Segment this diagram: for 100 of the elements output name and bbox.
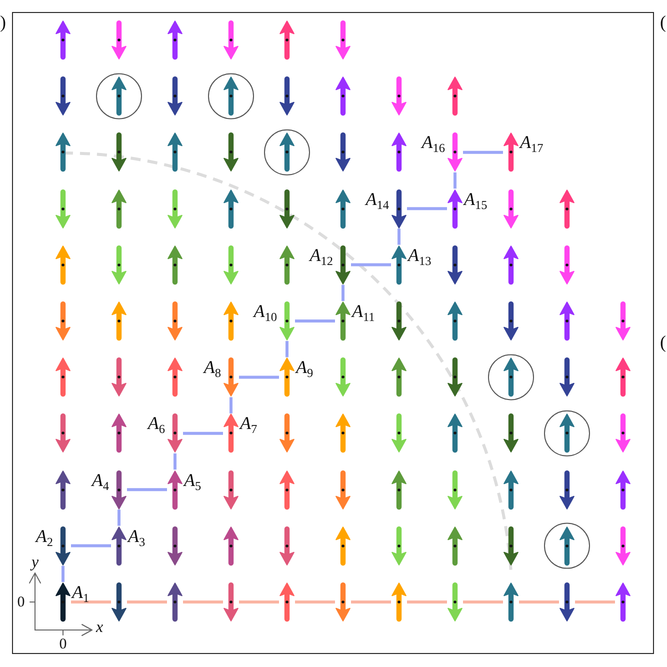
spin-symbol — [167, 301, 183, 341]
spin-symbol — [391, 301, 407, 341]
spin-symbol — [111, 132, 127, 172]
spin-symbol — [503, 301, 519, 341]
spin-symbol — [335, 413, 351, 454]
spin-symbol — [391, 76, 407, 116]
axis-label: x — [96, 620, 104, 636]
connector-line — [71, 600, 111, 604]
spin-symbol — [111, 20, 127, 60]
spin-symbol — [167, 188, 183, 229]
site-label: A$_{6}$ — [148, 414, 165, 436]
axis-label: y — [31, 555, 39, 571]
spin-symbol — [503, 357, 519, 398]
spin-symbol — [335, 470, 351, 510]
spin-symbol — [223, 76, 239, 116]
spin-symbol — [279, 582, 295, 622]
spin-symbol — [559, 470, 575, 510]
spin-symbol — [447, 357, 463, 398]
connector-line — [407, 207, 447, 210]
tick-label: 0 — [17, 596, 25, 610]
site-label: A$_{12}$ — [310, 246, 333, 267]
spin-symbol — [615, 582, 631, 622]
connector-line — [463, 150, 503, 154]
site-label: A$_{8}$ — [204, 358, 221, 380]
spin-symbol — [111, 526, 127, 566]
spin-symbol — [55, 413, 71, 454]
spin-symbol — [279, 470, 295, 510]
spin-symbol — [335, 244, 351, 285]
spin-symbol — [335, 301, 351, 341]
spin-symbol — [335, 188, 351, 229]
spin-symbol — [223, 301, 239, 341]
spin-symbol — [503, 188, 519, 229]
connector-line — [118, 510, 120, 526]
connector-line — [239, 600, 279, 604]
site-label: A$_{14}$ — [366, 190, 389, 211]
spin-symbol — [615, 526, 631, 566]
spin-symbol — [559, 526, 575, 566]
spin-symbol — [111, 357, 127, 398]
connector-line — [398, 228, 400, 245]
spin-symbol — [167, 526, 183, 566]
spin-symbol — [447, 413, 463, 454]
spin-symbol — [559, 357, 575, 398]
spin-symbol — [167, 20, 183, 60]
spin-symbol — [279, 76, 295, 116]
spin-symbol — [391, 357, 407, 398]
spin-symbol — [279, 188, 295, 229]
spin-symbol — [391, 132, 407, 172]
site-label: A$_{15}$ — [464, 190, 488, 211]
connector-line — [463, 600, 503, 604]
connector-line — [351, 263, 391, 266]
connector-line — [454, 172, 456, 189]
spin-symbol — [391, 470, 407, 510]
spin-symbol — [167, 132, 183, 172]
spin-symbol — [447, 470, 463, 510]
spin-symbol — [559, 413, 575, 454]
spin-symbol — [167, 357, 183, 398]
spin-symbol — [55, 357, 71, 398]
site-label: A$_{11}$ — [352, 302, 375, 324]
spin-symbol — [503, 582, 519, 622]
spin-symbol — [335, 20, 351, 60]
connector-line — [71, 544, 111, 548]
spin-symbol — [111, 188, 127, 229]
spin-symbol — [615, 357, 631, 398]
tick-label: 0 — [59, 638, 67, 652]
site-label: A$_{3}$ — [128, 526, 146, 548]
spin-symbol — [615, 301, 631, 341]
spin-symbol — [167, 413, 183, 454]
spin-symbol — [223, 413, 239, 454]
spin-symbol — [55, 188, 71, 229]
spin-symbol — [55, 20, 71, 60]
spin-symbol — [391, 188, 407, 229]
connector-line — [295, 320, 335, 322]
spin-symbol — [55, 132, 71, 172]
spin-symbol — [223, 20, 239, 60]
spin-symbol — [55, 582, 71, 622]
spin-symbol — [223, 357, 239, 398]
spin-symbol — [55, 76, 71, 116]
connector-line — [239, 376, 279, 379]
connector-line — [519, 600, 559, 604]
connector-line — [351, 600, 391, 604]
spin-symbol — [55, 526, 71, 566]
spin-symbol — [279, 132, 295, 172]
site-label: A$_{4}$ — [92, 470, 109, 492]
spin-symbol — [55, 301, 71, 341]
site-label: A$_{9}$ — [296, 358, 314, 380]
connector-line — [183, 600, 223, 604]
spin-symbol — [223, 526, 239, 566]
spin-symbol — [335, 582, 351, 622]
spin-symbol — [335, 76, 351, 116]
spin-symbol — [111, 470, 127, 510]
spin-symbol — [279, 413, 295, 454]
connector-line — [407, 600, 447, 604]
spin-symbol — [559, 582, 575, 622]
spin-symbol — [55, 244, 71, 285]
site-label: A$_{1}$ — [72, 583, 90, 604]
spin-symbol — [503, 132, 519, 172]
spin-symbol — [167, 244, 183, 285]
spin-symbol — [391, 582, 407, 622]
spin-symbol — [335, 526, 351, 566]
spin-symbol — [111, 244, 127, 285]
